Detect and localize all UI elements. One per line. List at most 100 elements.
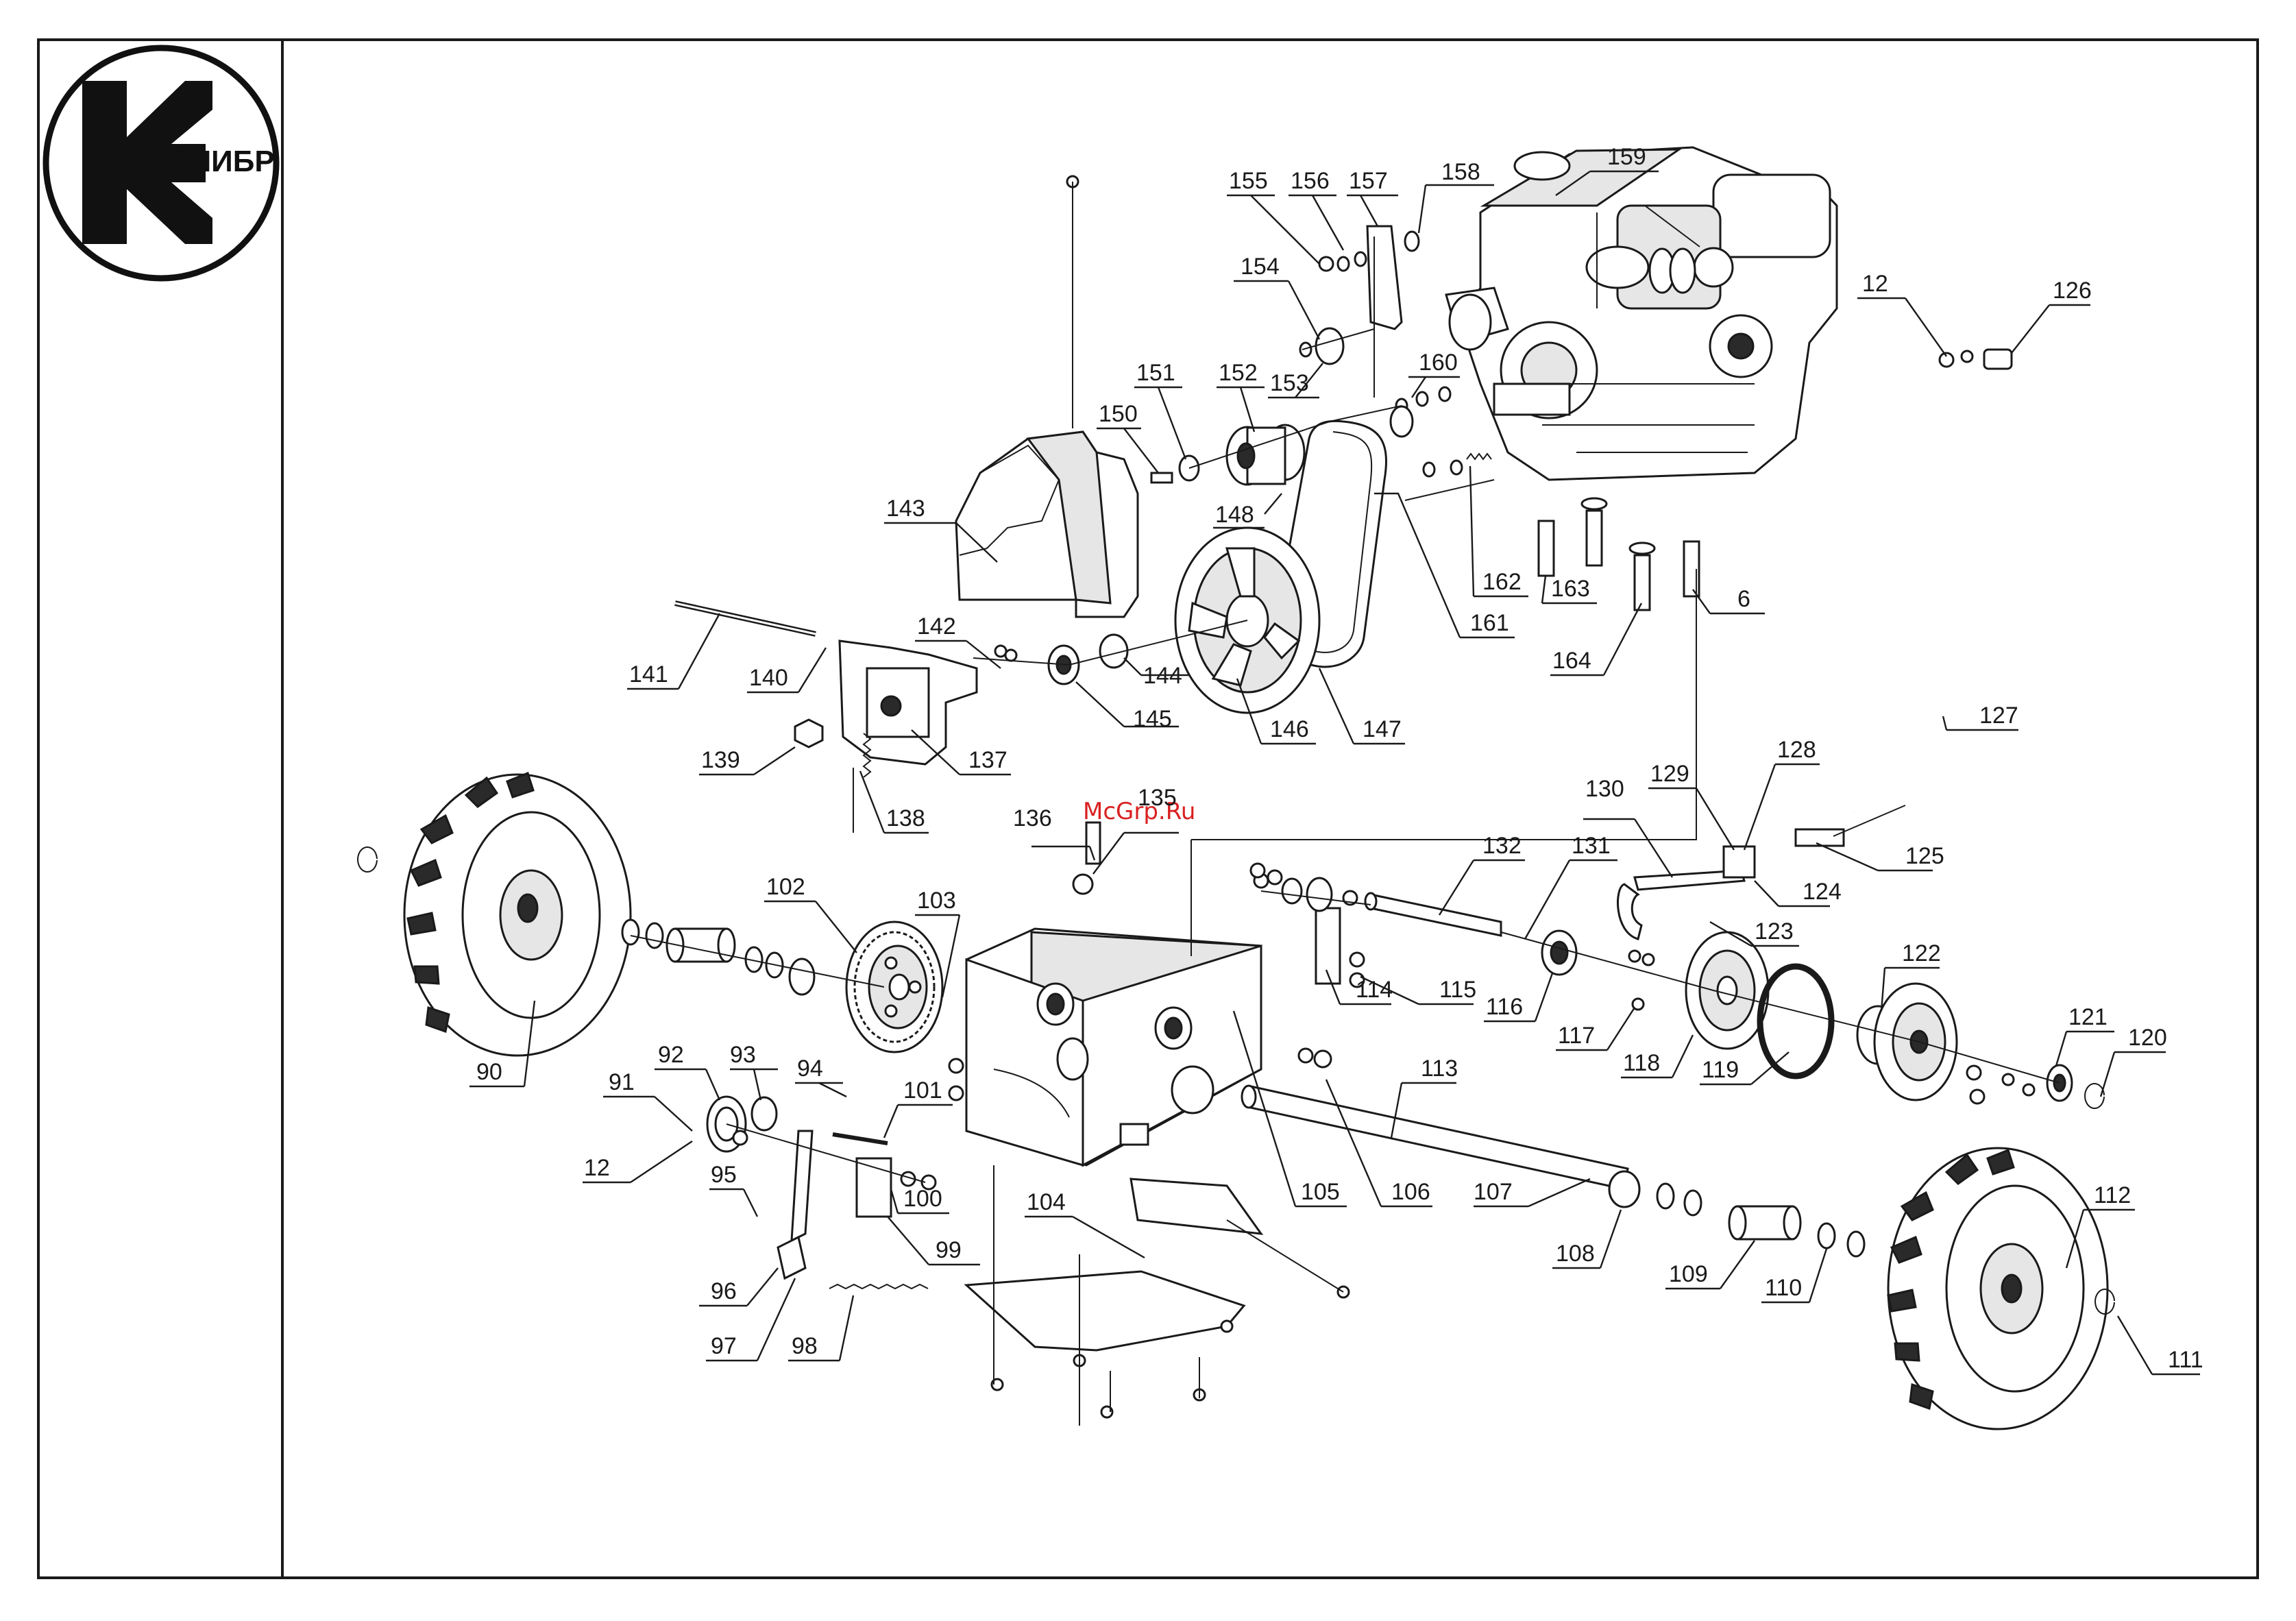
callout-label: 107 xyxy=(1474,1179,1513,1205)
fasteners xyxy=(732,175,2036,1419)
callout-label: 129 xyxy=(1650,761,1689,787)
hub-122 xyxy=(1856,982,1958,1101)
callout-label: 146 xyxy=(1270,716,1309,742)
gear-102 xyxy=(845,921,944,1053)
callout-label: 144 xyxy=(1143,663,1182,689)
spring-98 xyxy=(829,1283,929,1290)
callout-label: 136 xyxy=(1013,805,1052,831)
nut-139 xyxy=(794,718,824,748)
callout-label: 121 xyxy=(2068,1004,2108,1030)
callout-label: 12 xyxy=(584,1155,610,1181)
page-border xyxy=(37,38,2259,1579)
logo-text: АЛИБР xyxy=(168,145,275,178)
callout-label: 94 xyxy=(797,1056,823,1082)
callout-label: 163 xyxy=(1551,576,1590,602)
callout-label: 142 xyxy=(917,613,956,639)
drive-pulley xyxy=(1225,424,1306,486)
assembly-reference-lines xyxy=(630,182,2060,1426)
callout-label: 12 xyxy=(1862,271,1888,297)
callout-label: 155 xyxy=(1229,168,1268,194)
callout-label: 114 xyxy=(1356,977,1393,1003)
callout-label: 118 xyxy=(1623,1050,1660,1076)
callout-label: 117 xyxy=(1558,1023,1595,1049)
callout-label: 147 xyxy=(1363,716,1402,742)
cap-126 xyxy=(1983,348,2013,370)
callout-label: 127 xyxy=(1979,703,2018,729)
plate-99 xyxy=(855,1157,892,1218)
clutch-disc-118 xyxy=(1685,931,1770,1050)
callout-label: 96 xyxy=(711,1278,737,1304)
callout-label: 101 xyxy=(903,1077,942,1104)
callout-label: 93 xyxy=(730,1042,756,1068)
callout-label: 148 xyxy=(1215,502,1254,528)
callout-label: 116 xyxy=(1486,994,1523,1020)
callout-label: 120 xyxy=(2128,1025,2167,1051)
tension-bracket xyxy=(1366,225,1403,330)
callout-label: 115 xyxy=(1439,977,1476,1003)
axle-107 xyxy=(1241,1084,1629,1191)
engine-illustration xyxy=(1445,146,1838,481)
callout-label: 108 xyxy=(1556,1241,1595,1267)
shaft-125 xyxy=(1794,828,1845,847)
clip-left xyxy=(357,846,378,873)
callout-label: 124 xyxy=(1803,879,1842,905)
callout-label: 111 xyxy=(2168,1347,2203,1373)
callout-label: 122 xyxy=(1902,940,1941,966)
callout-label: 105 xyxy=(1301,1179,1340,1205)
callout-label: 109 xyxy=(1669,1261,1708,1287)
callout-label: 158 xyxy=(1441,159,1480,185)
callout-label: 99 xyxy=(936,1237,962,1263)
callout-label: 125 xyxy=(1905,843,1944,869)
spacer-right xyxy=(1728,1205,1802,1241)
bolt-150 xyxy=(1150,472,1173,484)
callout-label: 128 xyxy=(1777,737,1816,763)
wheel-112 xyxy=(1887,1147,2109,1430)
callout-label: 156 xyxy=(1291,168,1330,194)
rod-130 xyxy=(1633,869,1746,891)
callout-label: 97 xyxy=(711,1333,737,1359)
callout-label: 161 xyxy=(1470,610,1509,636)
bushing-144 xyxy=(1099,633,1129,669)
callout-label: 160 xyxy=(1419,350,1458,376)
callout-label: 92 xyxy=(658,1042,684,1068)
callout-label: 100 xyxy=(903,1186,942,1212)
callout-label: 137 xyxy=(968,747,1007,773)
callout-label: 103 xyxy=(917,888,956,914)
callout-label: 143 xyxy=(886,496,925,522)
clip-120 xyxy=(2084,1083,2105,1109)
callout-label: 131 xyxy=(1572,833,1611,859)
wheel-90 xyxy=(403,772,632,1057)
ring-119 xyxy=(1757,963,1835,1080)
bracket-114 xyxy=(1315,907,1341,985)
lever-96 xyxy=(790,1130,814,1243)
kalibr-logo: АЛИБР xyxy=(42,45,280,282)
callout-label: 130 xyxy=(1585,776,1624,802)
callout-label: 154 xyxy=(1241,254,1280,280)
washer-left-2 xyxy=(645,922,664,949)
washer-left-1 xyxy=(621,918,640,946)
spring-138 xyxy=(862,733,872,778)
callout-label: 140 xyxy=(749,665,788,691)
callout-leaders xyxy=(469,170,2200,1376)
shaft-132 xyxy=(1364,892,1502,937)
callout-label: 106 xyxy=(1391,1179,1430,1205)
callout-label: 135 xyxy=(1138,785,1177,811)
callout-label: 132 xyxy=(1482,833,1522,859)
clip-111 xyxy=(2095,1289,2115,1315)
engine-mount-bolts xyxy=(1537,497,1700,611)
callout-label: 102 xyxy=(766,874,805,900)
gearbox-housing xyxy=(965,927,1262,1167)
callout-label: 95 xyxy=(711,1162,737,1188)
control-rod-127 xyxy=(1853,367,1999,813)
callout-label: 91 xyxy=(609,1069,635,1095)
callout-label: 164 xyxy=(1552,648,1591,674)
callout-label: 110 xyxy=(1765,1275,1802,1301)
callout-label: 112 xyxy=(2094,1182,2131,1208)
callout-label: 141 xyxy=(629,661,668,687)
callout-label: 145 xyxy=(1133,706,1172,732)
callout-label: 90 xyxy=(476,1059,502,1085)
callout-label: 6 xyxy=(1737,586,1750,612)
callout-label: 123 xyxy=(1755,918,1794,944)
callout-label: 119 xyxy=(1702,1057,1739,1083)
